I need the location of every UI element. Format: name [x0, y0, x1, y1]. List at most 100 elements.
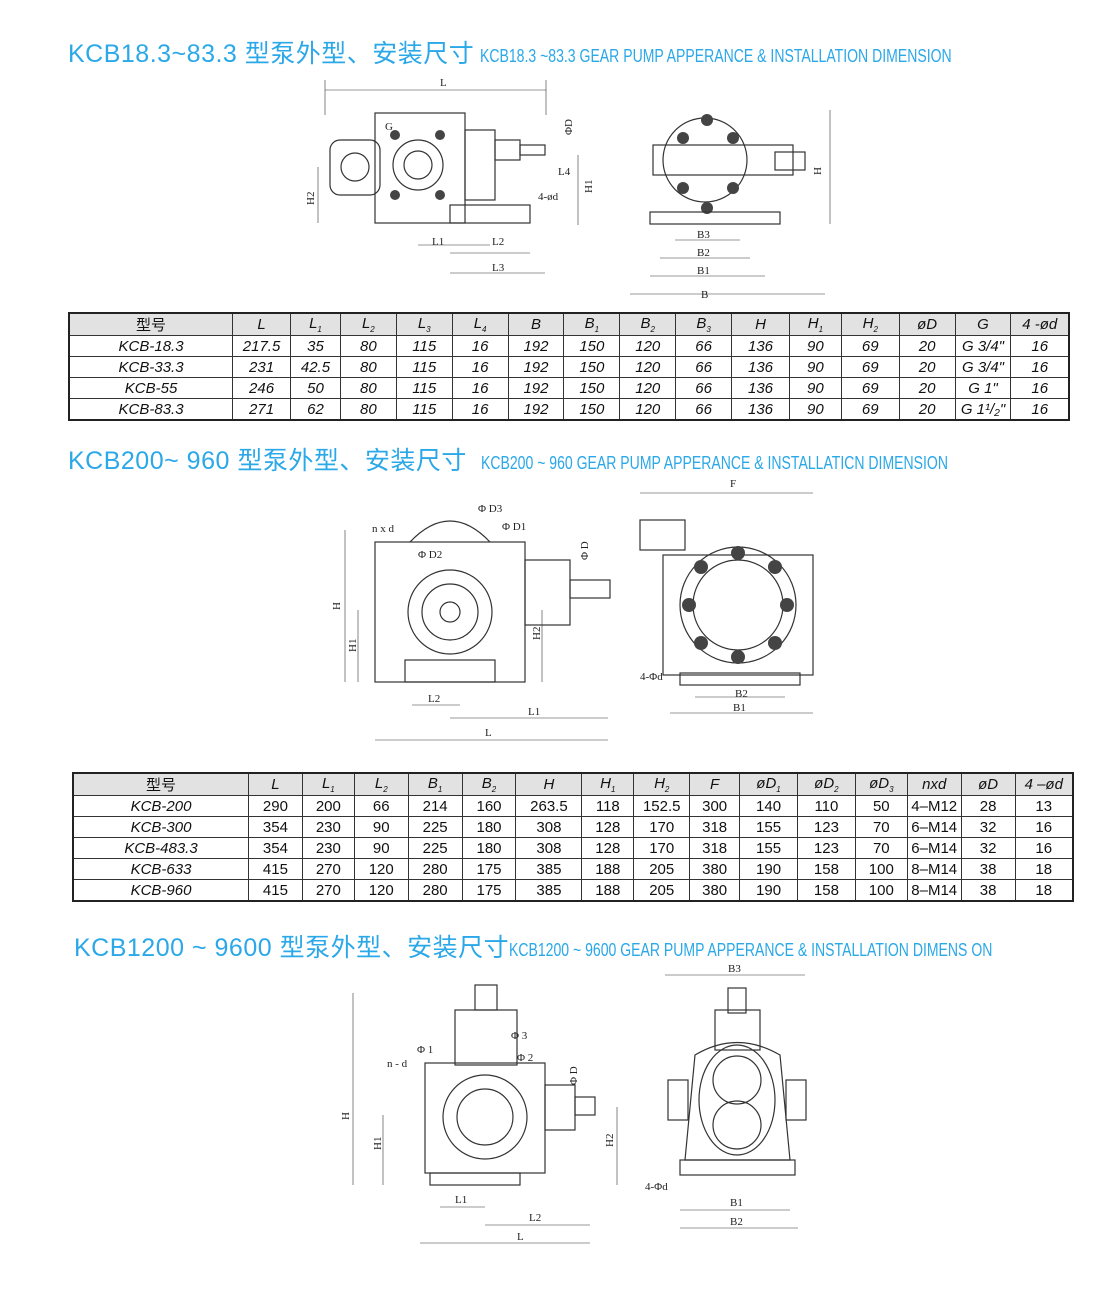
drawing-line [404, 659, 496, 683]
value-cell: 16 [451, 377, 509, 399]
value-cell: 66 [353, 795, 409, 817]
value-cell: 217.5 [232, 335, 291, 357]
dim-nxd: n x d [372, 523, 395, 535]
value-cell: 16 [1014, 816, 1074, 838]
kcb200-front-view-drawing: Φ D3 Φ D1 n x d Φ D2 Φ D H H1 H2 L2 L1 L [331, 503, 611, 741]
header-subscript: 1 [776, 785, 781, 794]
value-cell: 80 [339, 398, 397, 421]
column-header: L [248, 772, 303, 796]
value-cell: 205 [633, 879, 691, 902]
value-cell: 190 [739, 858, 798, 880]
header-subscript: 2 [491, 785, 497, 794]
header-subscript: 3 [426, 325, 431, 334]
value-cell: 66 [675, 335, 733, 357]
value-cell: 123 [796, 837, 856, 859]
header-text: B [696, 315, 707, 332]
drawing-line [667, 1079, 689, 1121]
drawing-line [407, 569, 493, 655]
value-cell: 16 [451, 335, 509, 357]
header-text: L [257, 316, 266, 333]
header-text: F [710, 776, 720, 793]
column-header: L2 [339, 312, 397, 336]
drawing-line [435, 190, 445, 200]
value-cell: 354 [248, 837, 303, 859]
dim-nd: n - d [387, 1058, 408, 1070]
value-cell: 155 [739, 837, 798, 859]
drawing-line [439, 601, 461, 623]
drawing-line [409, 520, 491, 543]
dim-L2: L2 [529, 1212, 541, 1224]
dim-D2: Φ D2 [418, 549, 442, 561]
drawing-line [692, 559, 784, 651]
dim-L1: L1 [455, 1194, 467, 1206]
value-cell: 170 [633, 816, 691, 838]
value-cell: 90 [353, 816, 409, 838]
model-cell: KCB-633 [72, 858, 249, 880]
dim-B1: B1 [730, 1197, 743, 1209]
header-text: B [530, 316, 541, 333]
title-cn: KCB18.3~83.3 型泵外型、安装尺寸 [68, 40, 475, 68]
dim-L: L [517, 1231, 524, 1243]
drawing-line [731, 650, 745, 664]
column-header: B2 [619, 312, 677, 336]
model-cell: KCB-55 [68, 377, 234, 399]
header-text: B [427, 775, 438, 792]
value-cell: 110 [796, 795, 856, 817]
column-header: H1 [788, 312, 842, 336]
value-cell: 190 [739, 879, 798, 902]
value-cell: 70 [854, 816, 908, 838]
value-cell: G 3/4" [954, 356, 1012, 378]
drawing-line [679, 672, 801, 686]
drawing-line [442, 1074, 528, 1160]
dim-F: F [730, 478, 736, 490]
dim-phi2: Φ 2 [517, 1052, 533, 1064]
drawing-line [774, 151, 806, 171]
column-header: B [507, 312, 565, 336]
value-cell: 90 [788, 356, 842, 378]
dim-H2: H2 [604, 1134, 616, 1147]
dim-4d: 4-Φd [640, 671, 663, 683]
column-header: L4 [451, 312, 509, 336]
section-3-title: KCB1200 ~ 9600 型泵外型、安装尺寸KCB1200 ~ 9600 G… [74, 928, 1120, 964]
value-cell: 16 [451, 398, 509, 421]
drawing-line [701, 114, 713, 126]
header-subscript: 1 [330, 785, 335, 794]
value-cell: 120 [353, 879, 409, 902]
value-cell: 230 [301, 816, 355, 838]
value-cell: 90 [788, 335, 842, 357]
drawing-line [524, 559, 571, 626]
value-cell: 100 [854, 858, 908, 880]
column-header: B2 [461, 772, 517, 796]
value-cell: 152.5 [633, 795, 691, 817]
header-text: B [640, 315, 651, 332]
model-cell: KCB-18.3 [68, 335, 234, 357]
drawing-line [694, 636, 708, 650]
dim-B1: B1 [733, 702, 746, 714]
value-cell: 246 [232, 377, 291, 399]
dim-phiD: Φ D [568, 1066, 580, 1085]
header-text: øD [917, 316, 938, 333]
drawing-line [768, 636, 782, 650]
title-en: KCB1200 ~ 9600 GEAR PUMP APPERANCE & INS… [509, 940, 993, 960]
drawing-line [464, 129, 496, 201]
header-subscript: 2 [664, 785, 670, 794]
drawing-line [714, 1009, 761, 1051]
value-cell: 42.5 [290, 356, 341, 378]
value-cell: 300 [689, 795, 741, 817]
value-cell: 158 [796, 879, 856, 902]
header-text: 型号 [136, 317, 167, 334]
value-cell: 136 [731, 356, 790, 378]
value-cell: 318 [689, 837, 741, 859]
title-en: KCB200 ~ 960 GEAR PUMP APPERANCE & INSTA… [480, 453, 948, 473]
column-header: B1 [407, 772, 463, 796]
value-cell: 16 [1014, 837, 1074, 859]
value-cell: 16 [1010, 377, 1070, 399]
title-cn: KCB200~ 960 型泵外型、安装尺寸 [68, 447, 467, 475]
column-header: øD1 [739, 772, 798, 796]
drawing-line [340, 152, 370, 182]
kcb1200-front-view-drawing: Φ 1 Φ 3 Φ 2 n - d Φ D H H1 H2 L1 L2 L [340, 984, 618, 1244]
dim-H: H [812, 167, 824, 175]
value-cell: 192 [507, 377, 565, 399]
dim-L: L [485, 727, 492, 739]
